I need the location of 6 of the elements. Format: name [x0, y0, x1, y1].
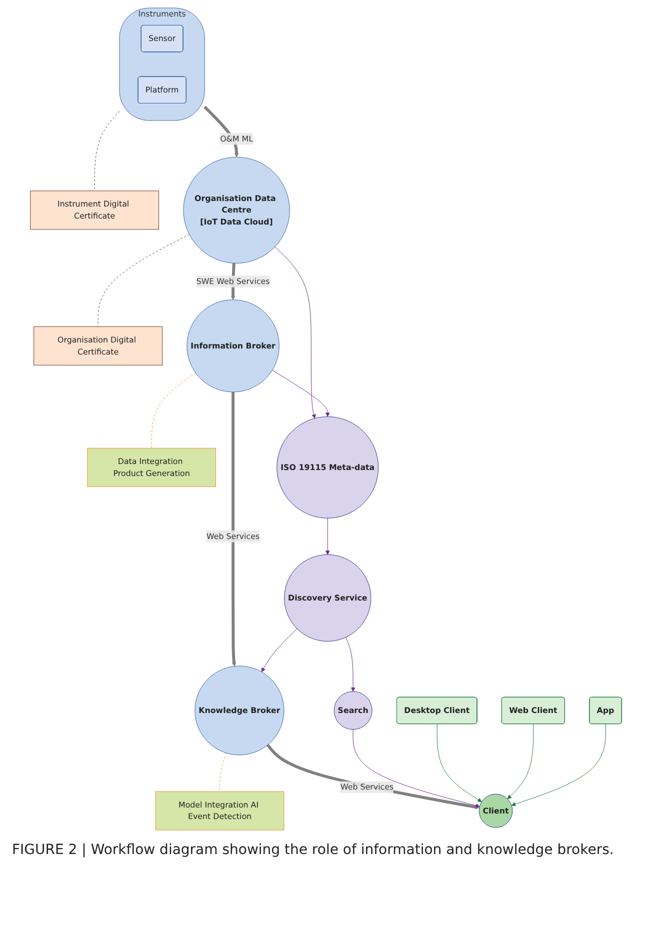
figure-caption: FIGURE 2 | Workflow diagram showing the role of information and knowledge brokers.	[12, 842, 615, 858]
connector	[94, 111, 120, 192]
connector	[98, 234, 190, 327]
arrow	[232, 392, 236, 666]
arrow	[266, 744, 480, 810]
connector	[151, 372, 196, 448]
